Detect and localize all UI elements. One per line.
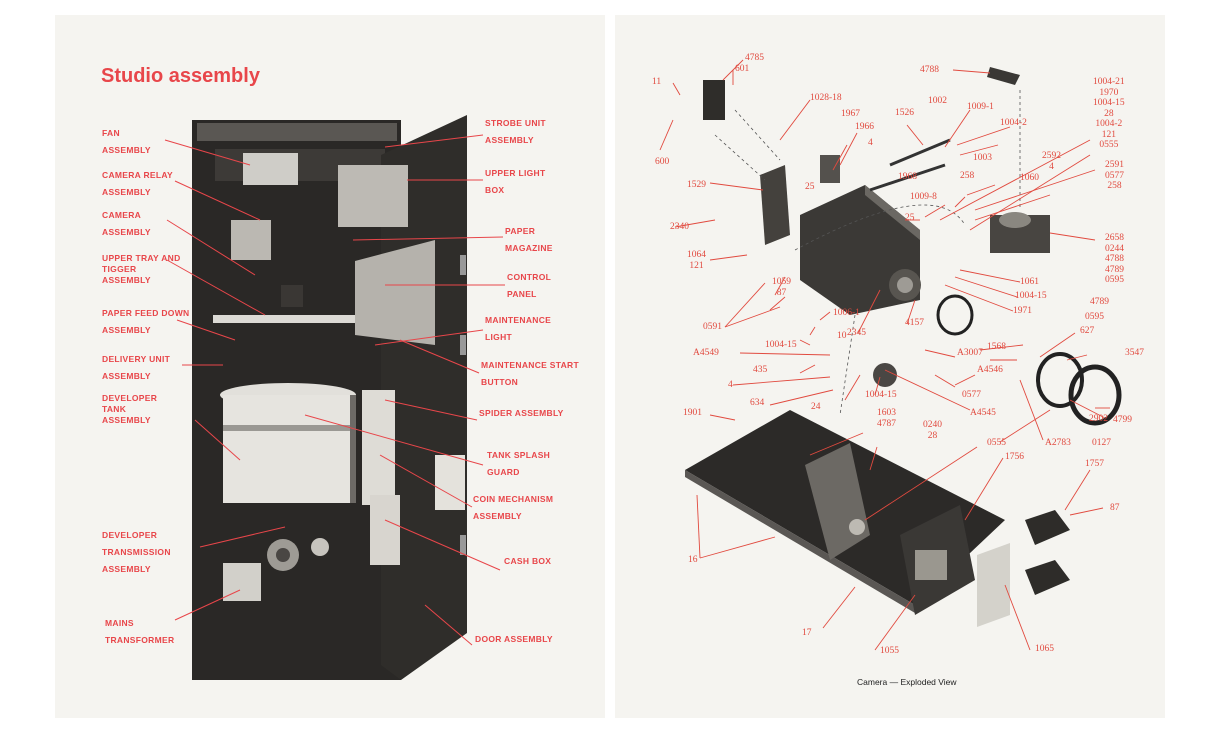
part-601: 601 bbox=[735, 64, 750, 74]
part-11: 11 bbox=[652, 77, 662, 87]
label-developer-tank: DEVELOPER TANK ASSEMBLY bbox=[102, 393, 158, 425]
part-1757: 1757 bbox=[1085, 459, 1104, 469]
part-1002: 1002 bbox=[928, 96, 947, 106]
part-17: 17 bbox=[802, 628, 812, 638]
part-2340: 2340 bbox=[670, 222, 689, 232]
label-delivery-unit: DELIVERY UNIT ASSEMBLY bbox=[102, 354, 171, 381]
part-2658-group: 2658 0244 4788 4789 0595 bbox=[1105, 233, 1124, 285]
part-1004-15-a: 1004-15 bbox=[1015, 291, 1047, 301]
part-1009-1: 1009-1 bbox=[967, 102, 994, 112]
label-camera-assembly: CAMERA ASSEMBLY bbox=[102, 210, 151, 237]
label-tank-splash-guard: TANK SPLASH GUARD bbox=[487, 450, 551, 477]
part-2592: 2592 4 bbox=[1042, 151, 1061, 172]
right-page: 4785 601 11 600 4788 1004-21 1970 1004-1… bbox=[615, 15, 1165, 718]
part-0555: 0555 bbox=[987, 438, 1006, 448]
label-maintenance-start: MAINTENANCE START BUTTON bbox=[481, 360, 579, 387]
label-door-assembly: DOOR ASSEMBLY bbox=[475, 634, 553, 644]
part-25-a: 25 bbox=[805, 182, 815, 192]
part-1901: 1901 bbox=[683, 408, 702, 418]
part-1004-2: 1004-2 bbox=[1000, 118, 1027, 128]
page-title: Studio assembly bbox=[101, 65, 260, 87]
part-1061: 1061 bbox=[1020, 277, 1039, 287]
part-4789: 4789 bbox=[1090, 297, 1109, 307]
part-1004-15-b: 1004-15 bbox=[765, 340, 797, 350]
part-1568: 1568 bbox=[987, 342, 1006, 352]
part-634: 634 bbox=[750, 398, 765, 408]
part-4785: 4785 bbox=[745, 53, 764, 63]
label-mains-transformer: MAINS TRANSFORMER bbox=[105, 618, 175, 645]
label-paper-magazine: PAPER MAGAZINE bbox=[505, 226, 553, 253]
part-A3007: A3007 bbox=[957, 348, 983, 358]
cabinet-illustration bbox=[164, 115, 505, 680]
label-coin-mechanism: COIN MECHANISM ASSEMBLY bbox=[473, 494, 554, 521]
part-1055: 1055 bbox=[880, 646, 899, 656]
part-435: 435 bbox=[753, 365, 768, 375]
label-spider-assembly: SPIDER ASSEMBLY bbox=[479, 408, 564, 418]
part-1966: 1966 bbox=[855, 122, 874, 132]
part-2345: 2345 bbox=[847, 328, 866, 338]
part-4157: 4157 bbox=[905, 318, 924, 328]
part-1968: 1968 bbox=[898, 172, 917, 182]
label-camera-relay: CAMERA RELAY ASSEMBLY bbox=[102, 170, 173, 197]
part-1967: 1967 bbox=[841, 109, 860, 119]
part-1009-8: 1009-8 bbox=[910, 192, 937, 202]
label-upper-tray: UPPER TRAY AND TIGGER ASSEMBLY bbox=[102, 253, 181, 285]
label-maintenance-light: MAINTENANCE LIGHT bbox=[485, 315, 552, 342]
part-600: 600 bbox=[655, 157, 670, 167]
part-1065: 1065 bbox=[1035, 644, 1054, 654]
part-4: 4 bbox=[868, 138, 873, 148]
part-24: 24 bbox=[811, 402, 821, 412]
part-A2783: A2783 bbox=[1045, 438, 1071, 448]
label-fan-assembly: FAN ASSEMBLY bbox=[102, 128, 151, 155]
label-paper-feed: PAPER FEED DOWN ASSEMBLY bbox=[102, 308, 190, 335]
part-1060: 1060 bbox=[1020, 173, 1039, 183]
part-0595: 0595 bbox=[1085, 312, 1104, 322]
part-A4546: A4546 bbox=[977, 365, 1003, 375]
part-627: 627 bbox=[1080, 326, 1095, 336]
part-4-b: 4 bbox=[728, 380, 733, 390]
part-1971: 1971 bbox=[1013, 306, 1032, 316]
part-2902: 2902 bbox=[1089, 414, 1108, 424]
part-1004-group: 1004-21 1970 1004-15 28 1004-2 121 0555 bbox=[1093, 77, 1125, 150]
part-87: 87 bbox=[1110, 503, 1120, 513]
part-A4549: A4549 bbox=[693, 348, 719, 358]
part-1064: 1064 121 bbox=[687, 250, 706, 271]
label-developer-transmission: DEVELOPER TRANSMISSION ASSEMBLY bbox=[102, 530, 171, 574]
label-upper-light-box: UPPER LIGHT BOX bbox=[485, 168, 546, 195]
left-page: Studio assembly bbox=[55, 15, 605, 718]
part-1756: 1756 bbox=[1005, 452, 1024, 462]
label-cash-box: CASH BOX bbox=[504, 556, 552, 566]
part-258: 258 bbox=[960, 171, 975, 181]
part-4788: 4788 bbox=[920, 65, 939, 75]
part-0127: 0127 bbox=[1092, 438, 1111, 448]
label-strobe-unit: STROBE UNIT ASSEMBLY bbox=[485, 118, 546, 145]
part-1059: 1059 87 bbox=[772, 277, 791, 298]
part-0591: 0591 bbox=[703, 322, 722, 332]
part-0240: 0240 28 bbox=[923, 420, 942, 441]
part-25-b: 25 bbox=[905, 213, 915, 223]
part-16: 16 bbox=[688, 555, 698, 565]
part-1529: 1529 bbox=[687, 180, 706, 190]
part-10: 10 bbox=[837, 331, 847, 341]
part-1004-15-c: 1004-15 bbox=[865, 390, 897, 400]
part-2591-group: 2591 0577 258 bbox=[1105, 160, 1124, 191]
label-control-panel: CONTROL PANEL bbox=[507, 272, 551, 299]
part-1603: 1603 4787 bbox=[877, 408, 896, 429]
part-A4545: A4545 bbox=[970, 408, 996, 418]
part-3547: 3547 bbox=[1125, 348, 1144, 358]
part-1028-18: 1028-18 bbox=[810, 93, 842, 103]
part-1006-1: 1006-1 bbox=[833, 308, 860, 318]
part-0577: 0577 bbox=[962, 390, 981, 400]
figure-caption: Camera — Exploded View bbox=[857, 677, 957, 687]
part-4799: 4799 bbox=[1113, 415, 1132, 425]
exploded-view-illustration bbox=[659, 59, 1122, 651]
part-1526: 1526 bbox=[895, 108, 914, 118]
part-1003: 1003 bbox=[973, 153, 992, 163]
